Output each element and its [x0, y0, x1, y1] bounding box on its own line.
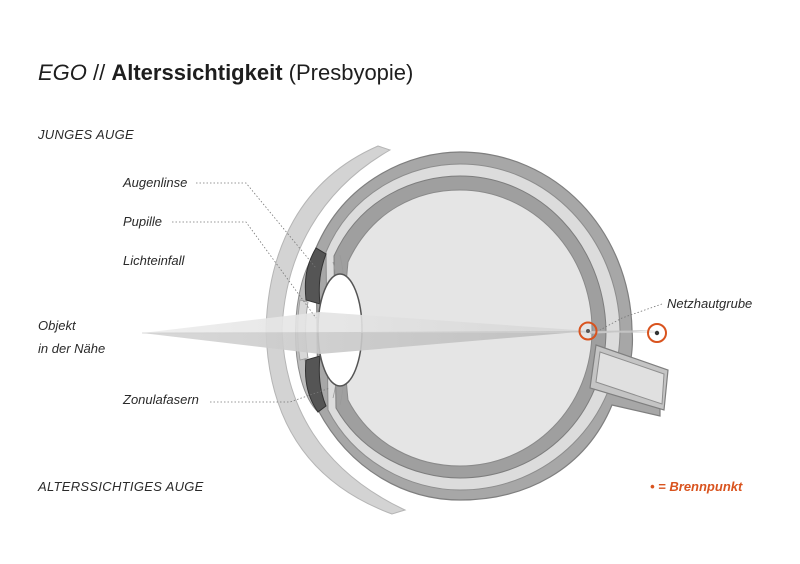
light-beam-lower — [142, 331, 590, 354]
page-title: EGO // Alterssichtigkeit (Presbyopie) — [38, 60, 413, 86]
label-object-line2: in der Nähe — [38, 341, 106, 356]
section-young-eye: JUNGES AUGE — [38, 127, 135, 142]
focal-point-retina — [578, 321, 598, 341]
leader-pupil — [172, 221, 317, 319]
title-main: Alterssichtigkeit — [111, 60, 283, 85]
section-presbyopic-eye: ALTERSSICHTIGES AUGE — [38, 479, 204, 494]
title-prefix: EGO — [38, 60, 87, 85]
legend-focal-point: • = Brennpunkt — [650, 479, 742, 494]
label-zonula: Zonulafasern — [123, 392, 199, 407]
optic-nerve-core — [595, 351, 665, 405]
leader-lines — [172, 182, 663, 403]
legend-text: = Brennpunkt — [654, 479, 743, 494]
title-suffix: (Presbyopie) — [282, 60, 414, 85]
label-pupil: Pupille — [123, 214, 163, 229]
label-object-line1: Objekt — [38, 318, 76, 333]
focal-point-behind-eye — [647, 323, 667, 343]
label-fovea: Netzhautgrube — [667, 296, 753, 311]
iris-bottom — [305, 355, 327, 413]
leader-lens — [196, 182, 317, 269]
light-beam-upper — [142, 312, 590, 333]
label-lens: Augenlinse — [123, 175, 188, 190]
outer-shell — [265, 145, 407, 515]
leader-fovea — [599, 303, 663, 331]
legend-dot: • — [650, 479, 655, 494]
title-separator: // — [86, 60, 112, 85]
optical-axis — [141, 331, 658, 334]
label-light: Lichteinfall — [123, 253, 185, 268]
